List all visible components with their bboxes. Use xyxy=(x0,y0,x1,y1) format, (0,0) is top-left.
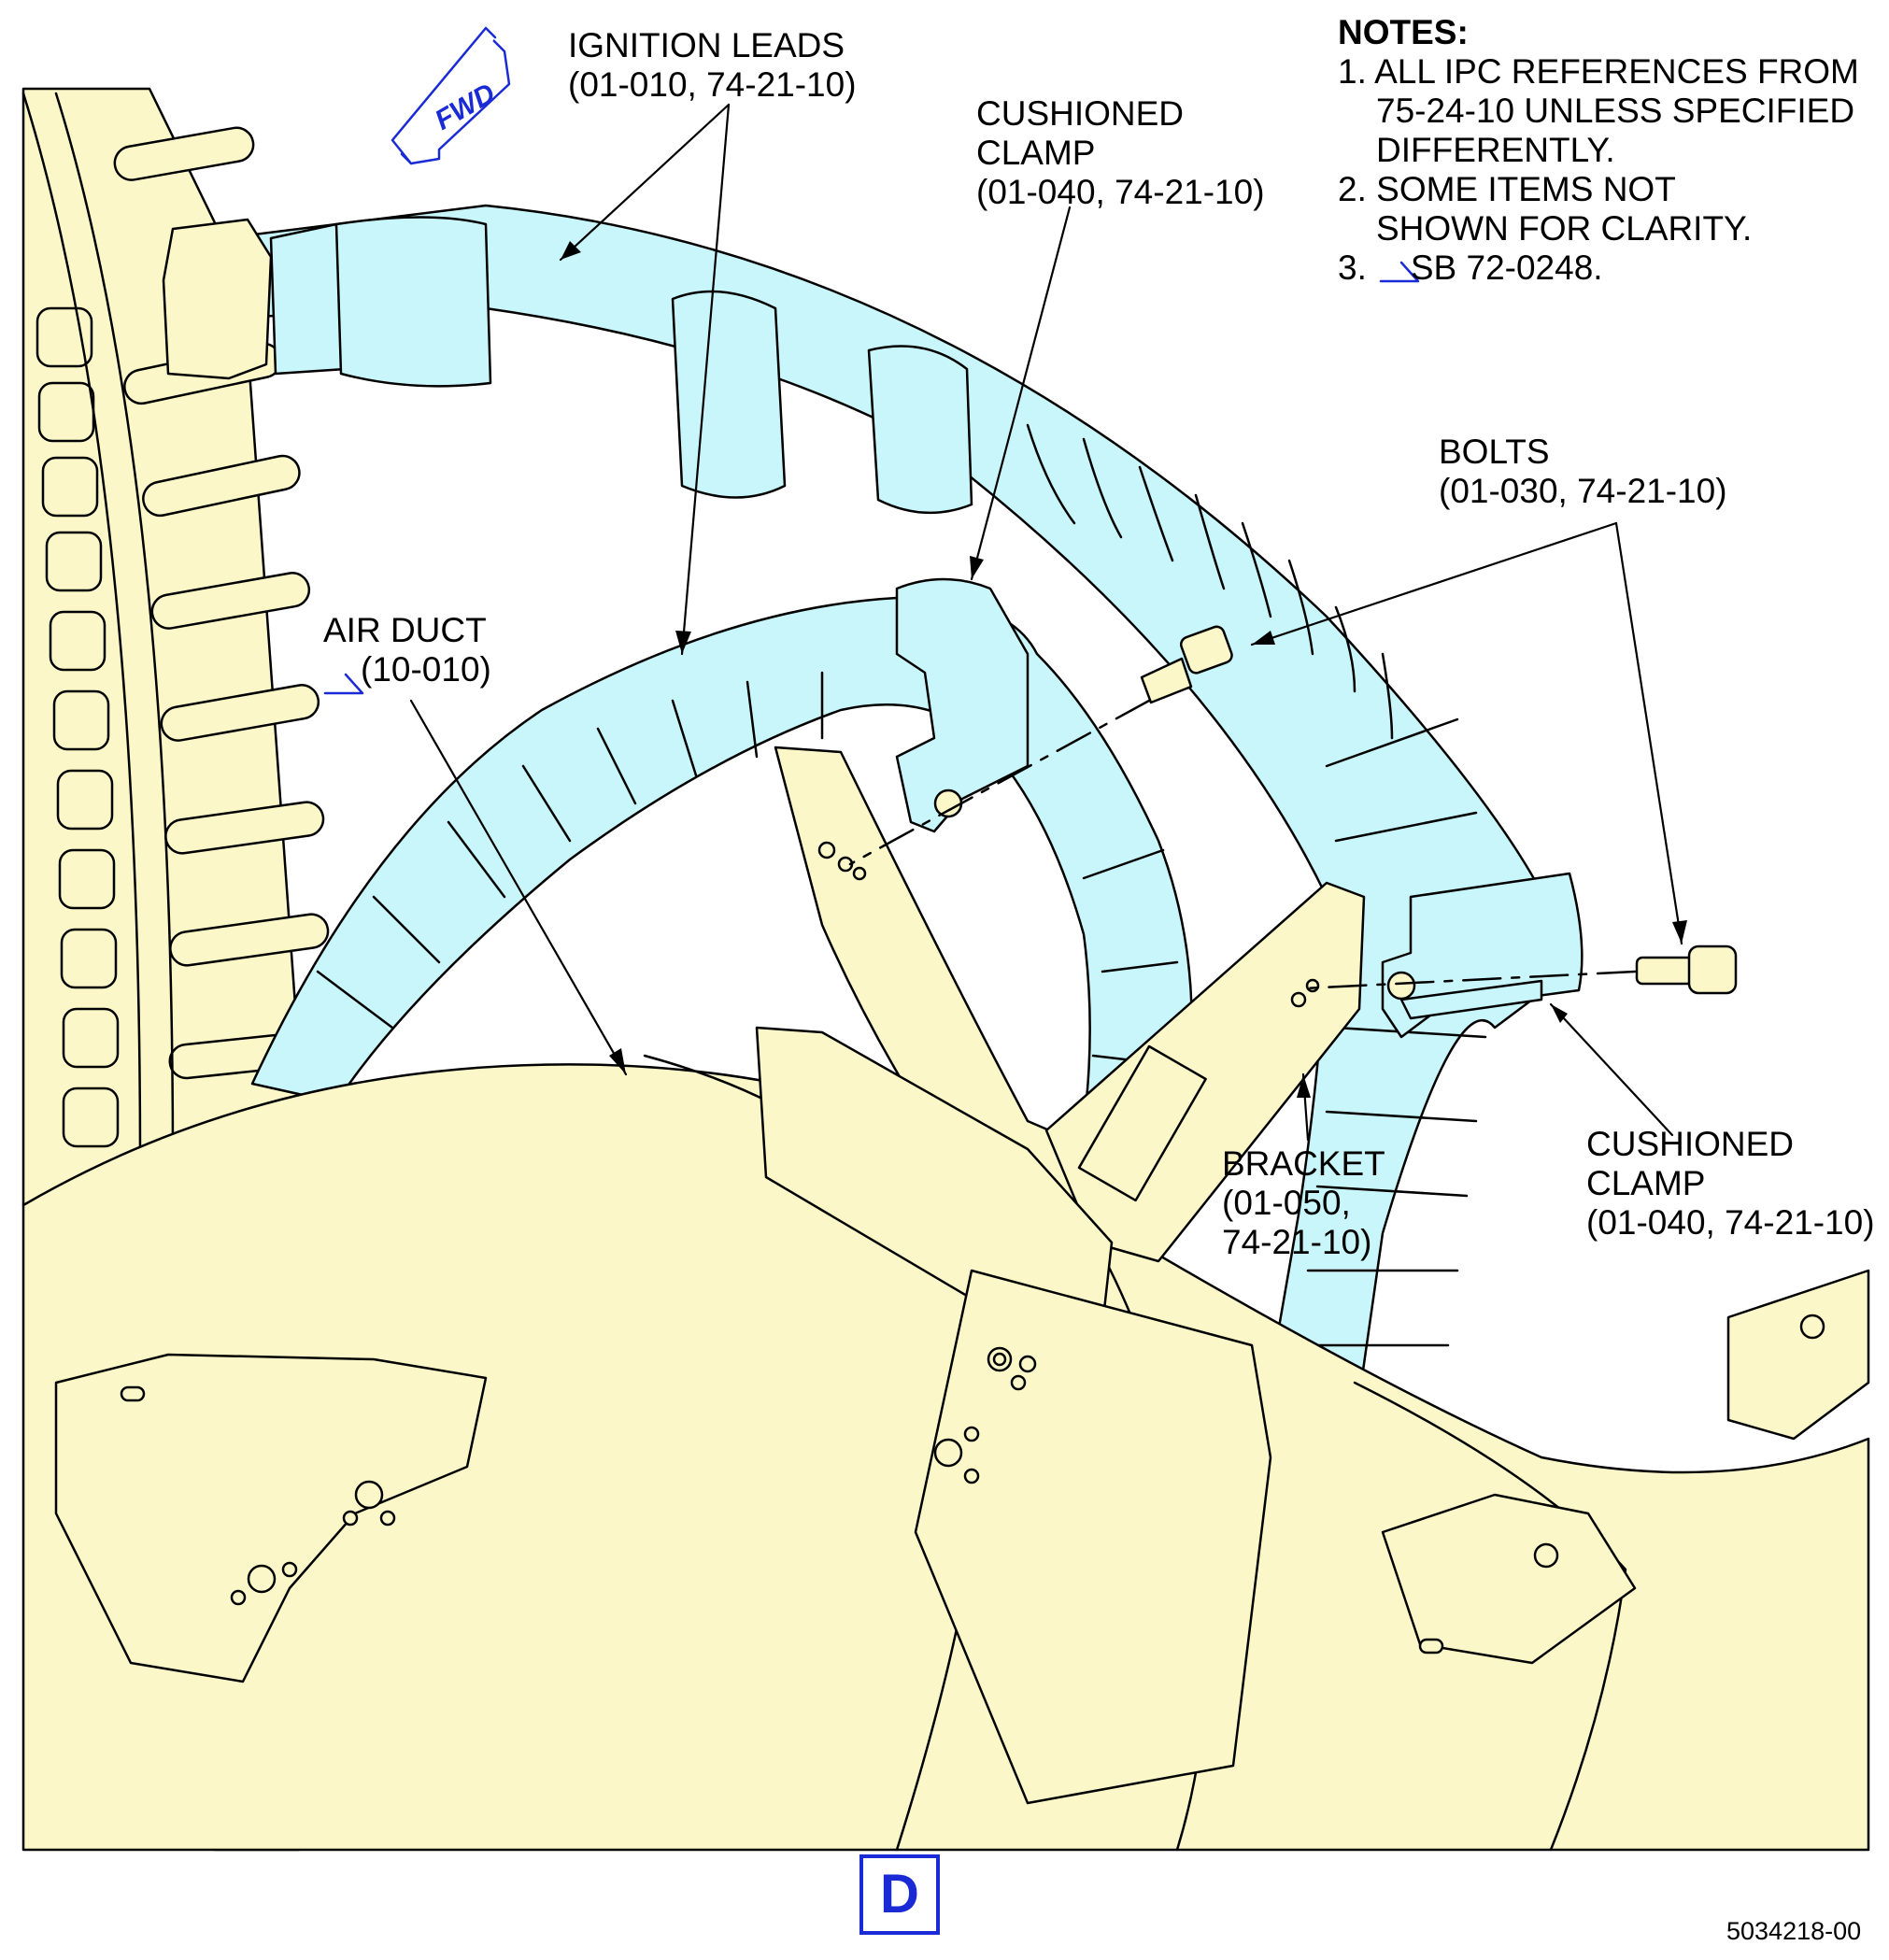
bolt-lower xyxy=(1635,944,1738,995)
leader-lines xyxy=(409,103,1683,1142)
view-letter-badge: D xyxy=(859,1854,940,1935)
leader-arrowheads xyxy=(561,241,1687,1098)
notes-title: NOTES: xyxy=(1338,13,1469,51)
label-bracket: BRACKET (01-050, 74-21-10) xyxy=(1222,1144,1385,1261)
fwd-arrow-icon xyxy=(391,26,511,165)
label-cushioned-clamp-top: CUSHIONED CLAMP (01-040, 74-21-10) xyxy=(976,94,1265,211)
mount-plate-center xyxy=(755,1026,1114,1328)
figure-number: 5034218-00 xyxy=(1726,1917,1862,1945)
fan-spokes xyxy=(113,126,330,1080)
label-ignition-leads: IGNITION LEADS (01-010, 74-21-10) xyxy=(568,26,857,104)
cushioned-clamp-top xyxy=(895,577,1030,833)
label-air-duct: AIR DUCT (10-010) xyxy=(323,611,491,689)
note-3: 3.SB 72-0248. xyxy=(1338,249,1603,287)
fan-ring xyxy=(21,92,142,1160)
bolt-upper xyxy=(1140,625,1233,704)
ref-mark-air-duct xyxy=(323,673,364,695)
mount-plate-lower xyxy=(914,1269,1272,1805)
label-bolts: BOLTS (01-030, 74-21-10) xyxy=(1439,433,1727,510)
connector-ferrule xyxy=(269,222,348,376)
connector-boot xyxy=(334,216,492,388)
mount-bracket-far-right xyxy=(1726,1269,1870,1441)
label-cushioned-clamp-right: CUSHIONED CLAMP (01-040, 74-21-10) xyxy=(1586,1125,1875,1242)
connector-nut xyxy=(162,218,273,380)
ref-mark-notes xyxy=(1379,261,1420,283)
notes-block: NOTES: 1. ALL IPC REFERENCES FROM 75-24-… xyxy=(1338,13,1859,287)
fan-bolt-heads xyxy=(36,306,120,1148)
